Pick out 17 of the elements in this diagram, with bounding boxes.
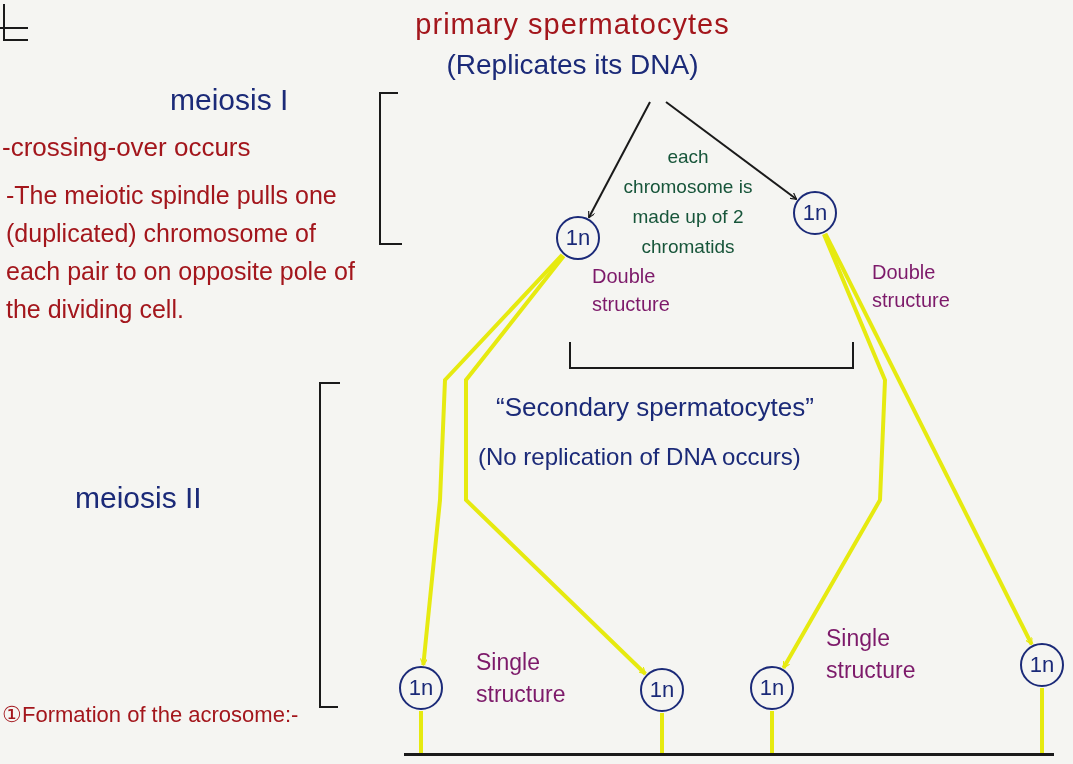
cell-circle: 1n: [750, 666, 794, 710]
arrow: [665, 101, 798, 201]
arrow: [587, 101, 651, 219]
arrow: [823, 232, 1034, 646]
connector-line: [1040, 688, 1044, 753]
connector-line: [660, 713, 664, 753]
arrow: [781, 233, 887, 670]
arrow: [419, 253, 564, 666]
cell-circle: 1n: [793, 191, 837, 235]
connector-line: [419, 711, 423, 753]
cell-circle: 1n: [399, 666, 443, 710]
arrow: [464, 254, 647, 676]
cell-circle: 1n: [640, 668, 684, 712]
cell-circle: 1n: [1020, 643, 1064, 687]
cell-circle: 1n: [556, 216, 600, 260]
connector-line: [770, 711, 774, 753]
horizontal-bar: [404, 753, 1054, 756]
